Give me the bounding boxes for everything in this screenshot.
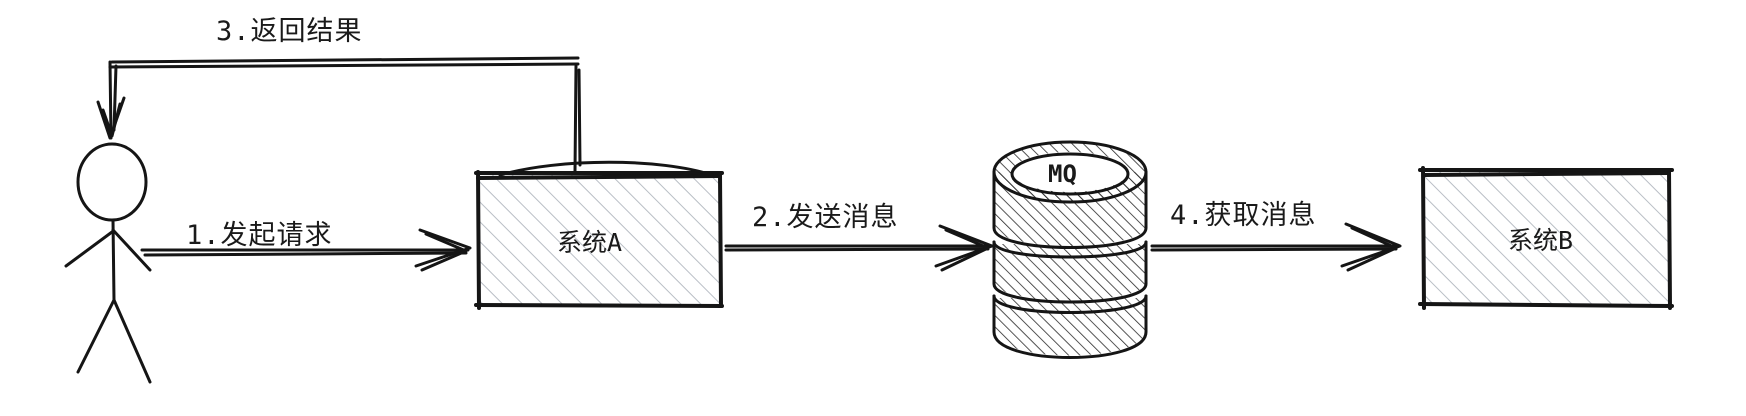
edge-fetch-message — [1150, 222, 1402, 272]
system-b-box: 系统B — [1418, 166, 1674, 310]
edge-send-request — [140, 228, 472, 272]
edge-label-return-result: 3.返回结果 — [216, 16, 363, 47]
system-b-label: 系统B — [1508, 226, 1573, 255]
mq-cylinder-icon: MQ — [992, 140, 1148, 359]
system-a-box: 系统A — [474, 160, 724, 310]
system-a-label: 系统A — [557, 228, 622, 257]
mq-label: MQ — [1048, 160, 1077, 188]
edge-label-send-request: 1.发起请求 — [186, 220, 333, 251]
edge-label-fetch-message: 4.获取消息 — [1170, 200, 1317, 231]
user-actor-icon — [64, 142, 152, 384]
edge-label-send-message: 2.发送消息 — [752, 202, 899, 233]
edge-send-message — [724, 224, 994, 272]
edge-return-result — [96, 56, 582, 174]
